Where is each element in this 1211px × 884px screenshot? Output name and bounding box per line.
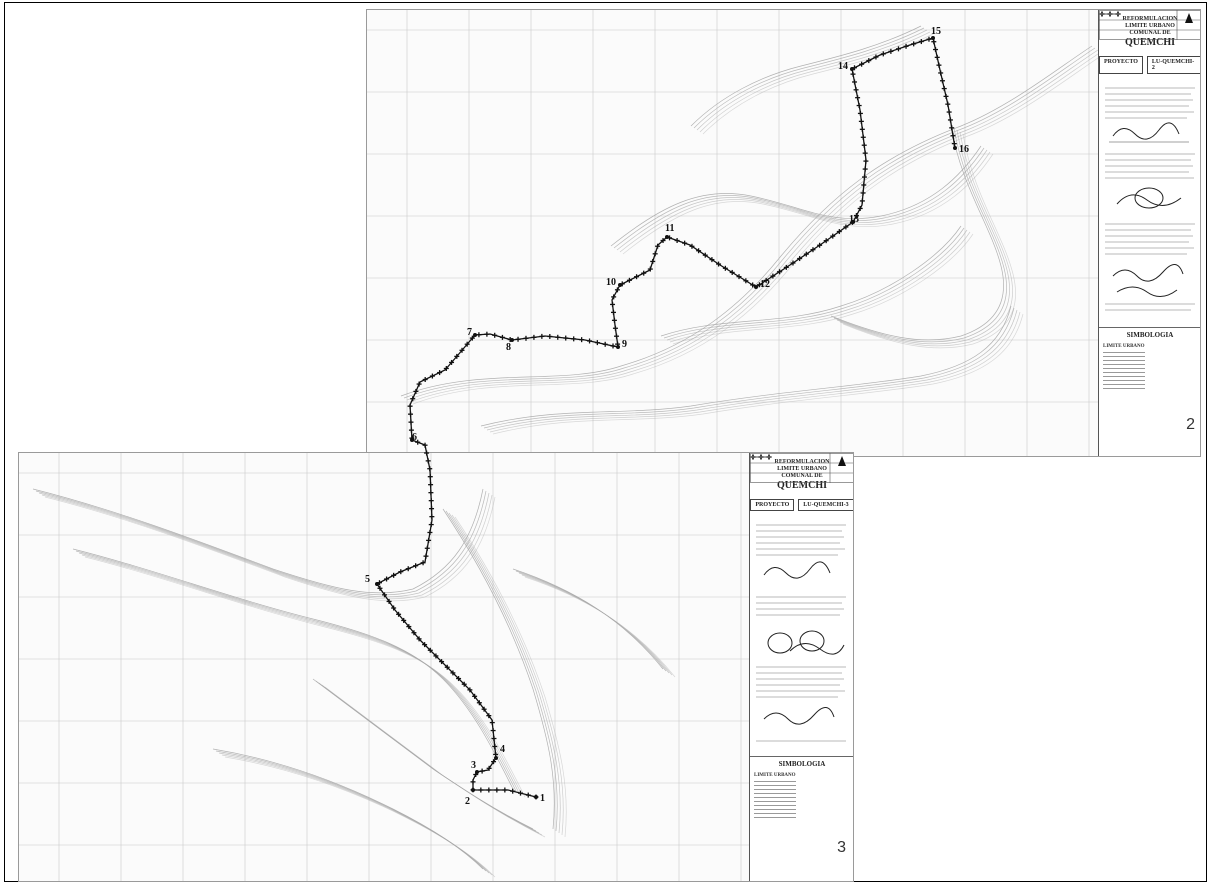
legend-item xyxy=(1100,13,1197,358)
legend-label xyxy=(754,789,796,791)
title-block-sheet-2: REFORMULACION LIMITE URBANO COMUNAL DE Q… xyxy=(1098,10,1200,456)
legend-label xyxy=(1103,368,1145,370)
north-arrow-icon xyxy=(838,456,846,466)
legend-item xyxy=(751,456,850,799)
map-sheet-2-drawing xyxy=(367,10,1105,456)
legend-label xyxy=(754,785,796,787)
north-arrow-icon xyxy=(1185,13,1193,23)
legend-item: LIMITE URBANO xyxy=(750,454,850,779)
legend-item xyxy=(751,456,850,815)
legend-item xyxy=(1100,13,1197,374)
legend-label xyxy=(1103,360,1145,362)
project-code-row: PROYECTO LU-QUEMCHI-3 xyxy=(750,499,853,512)
legend-item xyxy=(1100,13,1197,382)
sheet-number: 2 xyxy=(1186,416,1195,433)
legend-label xyxy=(1103,384,1145,386)
legend-label xyxy=(1103,376,1145,378)
title-line: COMUNAL DE xyxy=(1129,29,1171,36)
legend-item xyxy=(1100,13,1197,386)
sheet-number: 3 xyxy=(837,839,846,856)
topographic-contours xyxy=(32,488,676,878)
legend-item xyxy=(751,456,850,783)
map-sheet-3: REFORMULACION LIMITE URBANO COMUNAL DE Q… xyxy=(18,452,854,882)
legend-item xyxy=(751,456,850,819)
legend-item xyxy=(751,456,850,795)
title-line: LIMITE URBANO xyxy=(1125,22,1175,29)
legend-item xyxy=(1100,13,1197,370)
legend-label xyxy=(754,781,796,783)
title-block-sheet-3: REFORMULACION LIMITE URBANO COMUNAL DE Q… xyxy=(749,453,853,881)
footer-block xyxy=(1099,10,1200,40)
legend: LIMITE URBANO xyxy=(750,454,853,823)
legend-label xyxy=(754,797,796,799)
legend-label xyxy=(1103,352,1145,354)
legend-item xyxy=(1100,13,1197,362)
plan-code: LU-QUEMCHI-3 xyxy=(798,499,853,512)
legend-label xyxy=(1103,372,1145,374)
legend-label xyxy=(1103,380,1145,382)
legend-label xyxy=(754,813,796,815)
legend-label xyxy=(1103,364,1145,366)
title-line: REFORMULACION xyxy=(1122,16,1178,22)
notes-and-signatures xyxy=(1105,87,1195,311)
legend-item xyxy=(751,456,850,807)
place-name: QUEMCHI xyxy=(1125,36,1175,48)
legend-item: LIMITE URBANO xyxy=(1099,11,1197,350)
legend: LIMITE URBANO xyxy=(1099,11,1200,394)
legend-title: SIMBOLOGIA xyxy=(750,756,853,768)
legend-label xyxy=(1103,388,1145,390)
legend-label xyxy=(754,817,796,819)
legend-label xyxy=(754,809,796,811)
legend-label: LIMITE URBANO xyxy=(754,773,796,779)
legend-symbol xyxy=(1100,13,1120,15)
map-sheet-3-drawing xyxy=(19,453,749,881)
legend-item xyxy=(751,456,850,787)
legend-label xyxy=(754,805,796,807)
map-sheet-2: REFORMULACION LIMITE URBANO COMUNAL DE Q… xyxy=(366,9,1201,457)
legend-title: SIMBOLOGIA xyxy=(1099,327,1200,339)
project-code-row: PROYECTO LU-QUEMCHI-2 xyxy=(1099,56,1200,75)
topographic-contours xyxy=(400,25,1105,435)
legend-item xyxy=(751,456,850,811)
notes-and-signatures xyxy=(756,524,846,742)
plan-code: LU-QUEMCHI-2 xyxy=(1146,56,1200,75)
legend-item xyxy=(1100,13,1197,354)
legend-item xyxy=(1100,13,1197,378)
legend-item xyxy=(1100,13,1197,390)
legend-label xyxy=(754,793,796,795)
title-text: REFORMULACION LIMITE URBANO COMUNAL DE Q… xyxy=(1099,10,1200,48)
footer-block xyxy=(750,453,853,483)
legend-label: LIMITE URBANO xyxy=(1103,344,1145,350)
legend-item xyxy=(751,456,850,803)
legend-label xyxy=(754,801,796,803)
project-label: PROYECTO xyxy=(1099,56,1143,75)
project-label: PROYECTO xyxy=(750,499,795,512)
legend-label xyxy=(1103,356,1145,358)
legend-item xyxy=(751,456,850,791)
legend-item xyxy=(1100,13,1197,366)
